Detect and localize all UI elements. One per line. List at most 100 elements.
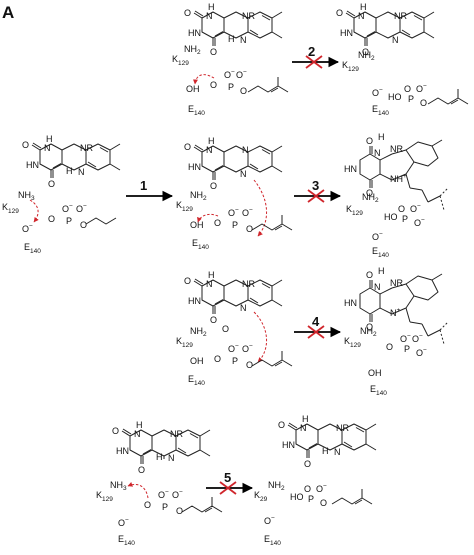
svg-text:O: O xyxy=(48,179,55,189)
svg-text:P: P xyxy=(66,216,72,226)
step-1-arrow: 1 xyxy=(126,178,174,202)
svg-text:O: O xyxy=(336,8,343,18)
svg-text:O: O xyxy=(138,465,145,475)
svg-text:H: H xyxy=(66,166,73,176)
svg-text:NR: NR xyxy=(390,144,403,154)
step-4-arrow: 4 xyxy=(294,314,342,339)
svg-text:O: O xyxy=(176,506,183,516)
svg-text:HN: HN xyxy=(282,440,295,450)
svg-text:OH: OH xyxy=(190,356,204,366)
svg-text:K129: K129 xyxy=(176,200,193,213)
svg-text:K129: K129 xyxy=(2,202,19,215)
svg-text:H: H xyxy=(378,132,385,142)
svg-text:K129: K129 xyxy=(346,204,363,217)
svg-text:N: N xyxy=(206,145,213,155)
svg-text:HN: HN xyxy=(344,164,357,174)
svg-text:O: O xyxy=(246,224,253,234)
svg-text:NR: NR xyxy=(390,278,403,288)
svg-text:O−: O− xyxy=(242,343,253,354)
svg-text:P: P xyxy=(162,502,168,512)
svg-text:H: H xyxy=(156,452,163,462)
svg-text:N: N xyxy=(358,11,365,21)
svg-text:NH+: NH+ xyxy=(390,173,407,184)
svg-text:O: O xyxy=(366,136,373,146)
svg-text:OH: OH xyxy=(190,220,204,230)
svg-text:O−: O− xyxy=(412,333,423,344)
svg-text:O: O xyxy=(210,80,217,90)
svg-text:NH2: NH2 xyxy=(190,190,207,202)
svg-text:N: N xyxy=(240,169,247,179)
svg-text:H: H xyxy=(208,2,215,12)
svg-text:O: O xyxy=(80,220,87,230)
svg-text:O: O xyxy=(48,214,55,224)
step-3-label: 3 xyxy=(312,178,319,193)
svg-text:O: O xyxy=(214,218,221,228)
svg-text:K129: K129 xyxy=(342,60,359,73)
svg-text:HN: HN xyxy=(26,160,39,170)
svg-text:HN: HN xyxy=(188,162,201,172)
svg-text:N: N xyxy=(134,429,141,439)
svg-text:N: N xyxy=(44,143,51,153)
svg-text:P: P xyxy=(308,494,314,504)
svg-text:K129: K129 xyxy=(344,336,361,349)
svg-text:O−: O− xyxy=(372,87,383,98)
svg-text:NH2: NH2 xyxy=(358,50,375,62)
svg-text:NH2: NH2 xyxy=(184,44,201,56)
svg-text:N: N xyxy=(334,447,341,457)
svg-text:O: O xyxy=(184,142,191,152)
svg-text:O−: O− xyxy=(416,347,427,358)
svg-text:H: H xyxy=(322,446,329,456)
svg-text:NR: NR xyxy=(242,11,255,21)
svg-text:OH: OH xyxy=(368,368,382,378)
svg-text:NH2: NH2 xyxy=(268,480,285,492)
svg-text:O: O xyxy=(184,276,191,286)
svg-text:E140: E140 xyxy=(264,534,281,547)
svg-text:O: O xyxy=(246,360,253,370)
svg-text:N: N xyxy=(240,35,247,45)
svg-text:O−: O− xyxy=(76,203,87,214)
svg-text:N: N xyxy=(374,148,381,158)
svg-text:E140: E140 xyxy=(372,104,389,117)
svg-text:E140: E140 xyxy=(188,374,205,387)
svg-text:H: H xyxy=(378,266,385,276)
svg-text:H: H xyxy=(208,270,215,280)
svg-text:NH3: NH3 xyxy=(110,480,127,492)
svg-text:OH: OH xyxy=(186,84,200,94)
step-2-label: 2 xyxy=(308,44,315,59)
svg-text:P: P xyxy=(404,344,410,354)
svg-text:NR: NR xyxy=(336,423,349,433)
svg-text:NH3: NH3 xyxy=(18,190,35,202)
svg-text:H: H xyxy=(46,134,53,144)
svg-text:O−: O− xyxy=(416,83,427,94)
svg-text:N: N xyxy=(78,167,85,177)
svg-text:O: O xyxy=(386,342,393,352)
svg-text:O: O xyxy=(22,140,29,150)
svg-text:O−: O− xyxy=(414,217,425,228)
svg-text:HN: HN xyxy=(188,28,201,38)
step-5-label: 5 xyxy=(224,470,231,485)
svg-text:HO: HO xyxy=(384,212,398,222)
svg-text:E140: E140 xyxy=(372,246,389,259)
step-4-label: 4 xyxy=(312,314,320,329)
svg-text:K129: K129 xyxy=(176,336,193,349)
svg-text:O: O xyxy=(222,324,229,334)
svg-text:E140: E140 xyxy=(188,104,205,117)
svg-text:O: O xyxy=(366,188,373,198)
svg-text:O−: O− xyxy=(224,69,235,80)
svg-text:P: P xyxy=(232,220,238,230)
svg-text:NR: NR xyxy=(394,11,407,21)
svg-text:E140: E140 xyxy=(24,242,41,255)
svg-text:O: O xyxy=(240,86,247,96)
svg-text:H: H xyxy=(228,34,235,44)
svg-text:O−: O− xyxy=(410,203,421,214)
svg-text:HN: HN xyxy=(188,296,201,306)
svg-text:NR: NR xyxy=(80,143,93,153)
svg-text:H: H xyxy=(136,420,143,430)
svg-text:O: O xyxy=(278,420,285,430)
svg-text:N: N xyxy=(206,279,213,289)
svg-text:HO: HO xyxy=(388,92,402,102)
svg-text:O−: O− xyxy=(228,207,239,218)
svg-text:HN: HN xyxy=(344,298,357,308)
